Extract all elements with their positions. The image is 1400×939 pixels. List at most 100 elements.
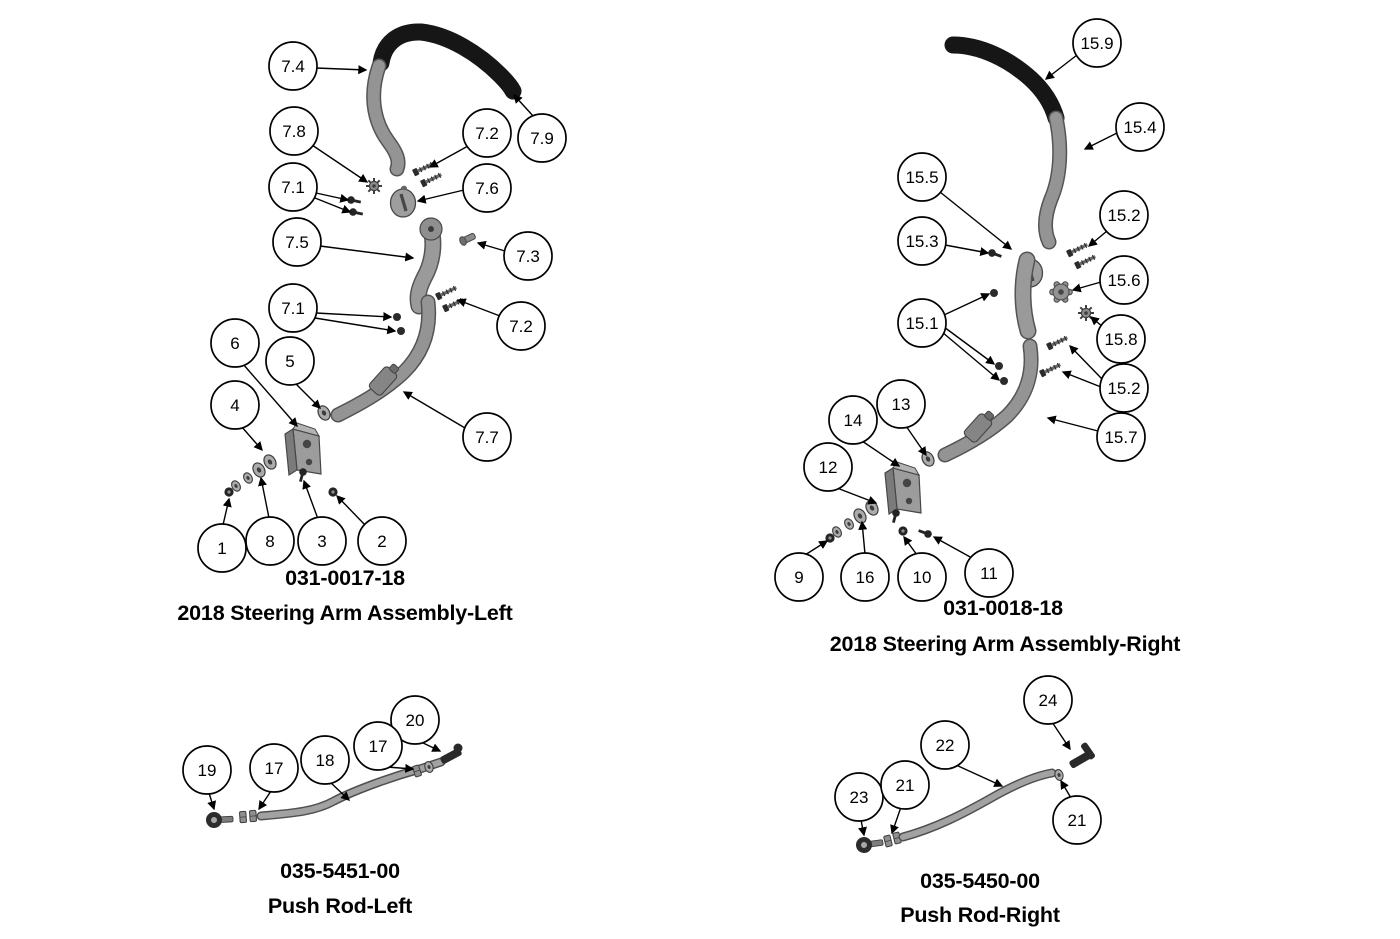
bolt-icon — [433, 282, 460, 303]
callout-label: 5 — [285, 352, 294, 371]
callout-24: 24 — [1023, 675, 1073, 725]
leader-line — [428, 145, 469, 168]
callout-label: 7.4 — [281, 57, 305, 76]
callout-circle — [297, 516, 347, 566]
callout-circle — [1099, 255, 1149, 305]
leader-line — [319, 245, 415, 262]
leader-line — [314, 317, 397, 335]
leader-line — [329, 781, 350, 801]
callout-circle — [1096, 412, 1146, 462]
callout-label: 21 — [1068, 811, 1087, 830]
callout-circle — [265, 336, 315, 386]
star-washer-icon — [365, 177, 383, 195]
callout-label: 17 — [369, 737, 388, 756]
callout-8: 8 — [245, 516, 295, 566]
callout-label: 1 — [217, 539, 226, 558]
callout-15-1: 15.1 — [897, 298, 947, 348]
callout-label: 10 — [913, 568, 932, 587]
callout-label: 23 — [850, 788, 869, 807]
leader-line — [941, 331, 1001, 381]
leader-line — [903, 535, 918, 556]
callout-circle — [834, 772, 884, 822]
steering-lever — [1015, 253, 1035, 338]
bolt-icon — [1064, 239, 1091, 260]
callout-circle — [268, 162, 318, 212]
callout-label: 17 — [265, 759, 284, 778]
rod-end-icon — [205, 810, 234, 829]
callout-2: 2 — [357, 516, 407, 566]
callout-label: 19 — [198, 761, 217, 780]
callout-circle — [1099, 190, 1149, 240]
callout-circle — [880, 760, 930, 810]
part-number-left-arm: 031-0017-18 — [285, 566, 405, 590]
callout-label: 7.5 — [285, 233, 309, 252]
push-rod-left-illustration — [205, 743, 463, 829]
callout-circle — [897, 152, 947, 202]
callout-label: 7.1 — [281, 299, 305, 318]
callout-22: 22 — [920, 720, 970, 770]
callout-17b: 17 — [249, 743, 299, 793]
callout-7-2b: 7.2 — [496, 301, 546, 351]
push-rod — [258, 759, 444, 819]
leader-line — [315, 192, 350, 203]
pivot-bracket-icon — [284, 422, 322, 476]
callout-label: 15.2 — [1107, 206, 1140, 225]
leader-line — [1069, 345, 1103, 380]
callout-7-3: 7.3 — [503, 231, 553, 281]
leader-line — [836, 487, 878, 505]
leader-lines-left-arm — [222, 65, 535, 527]
callout-15-9: 15.9 — [1072, 18, 1122, 68]
leader-line — [905, 425, 927, 457]
callout-circle — [496, 301, 546, 351]
callout-10: 10 — [897, 552, 947, 602]
callout-label: 7.7 — [475, 428, 499, 447]
callout-label: 15.9 — [1080, 34, 1113, 53]
callout-circle — [897, 298, 947, 348]
callout-13: 13 — [876, 379, 926, 429]
star-washer-icon — [1077, 304, 1095, 322]
callout-3: 3 — [297, 516, 347, 566]
handlebar-shaft — [1039, 112, 1066, 248]
leader-line — [1051, 721, 1071, 751]
bolt-head — [393, 313, 401, 321]
bolt-icon — [1037, 359, 1064, 380]
part-number-push-rod-left: 035-5451-00 — [280, 859, 400, 883]
part-number-push-rod-right: 035-5450-00 — [920, 869, 1040, 893]
callout-11: 11 — [964, 548, 1014, 598]
steering-lever — [411, 219, 440, 313]
leader-line — [1083, 132, 1118, 150]
callout-21b: 21 — [1052, 795, 1102, 845]
leader-line — [858, 819, 867, 837]
callout-7-8: 7.8 — [269, 106, 319, 156]
steering-arm-left-illustration — [224, 23, 522, 497]
leader-line — [944, 244, 990, 257]
bolt-head-icon — [328, 487, 338, 497]
clevis-ball — [453, 743, 463, 753]
callout-circle — [197, 523, 247, 573]
callout-circle — [503, 231, 553, 281]
leader-line — [1061, 370, 1102, 388]
callout-label: 15.7 — [1104, 428, 1137, 447]
washer-icon — [919, 449, 937, 469]
bolt-icon — [347, 206, 365, 220]
jam-nut-icon — [238, 810, 248, 824]
callout-label: 7.9 — [530, 129, 554, 148]
leader-line — [311, 144, 369, 183]
washer-icon — [850, 506, 870, 526]
cam-disc-icon — [388, 184, 418, 219]
leader-line — [242, 363, 298, 428]
gear-washer-icon — [1049, 281, 1073, 303]
bolt-icon — [1072, 251, 1099, 272]
rod-end-clevis — [1069, 742, 1096, 769]
callout-16: 16 — [840, 552, 890, 602]
callout-circle — [210, 380, 260, 430]
callout-label: 15.5 — [905, 168, 938, 187]
callout-circle — [1023, 675, 1073, 725]
callout-14: 14 — [828, 395, 878, 445]
leader-line — [932, 536, 973, 559]
jam-nut-icon — [248, 809, 258, 823]
callout-circle — [920, 720, 970, 770]
callout-circle — [1115, 102, 1165, 152]
bolt-head — [995, 362, 1003, 370]
